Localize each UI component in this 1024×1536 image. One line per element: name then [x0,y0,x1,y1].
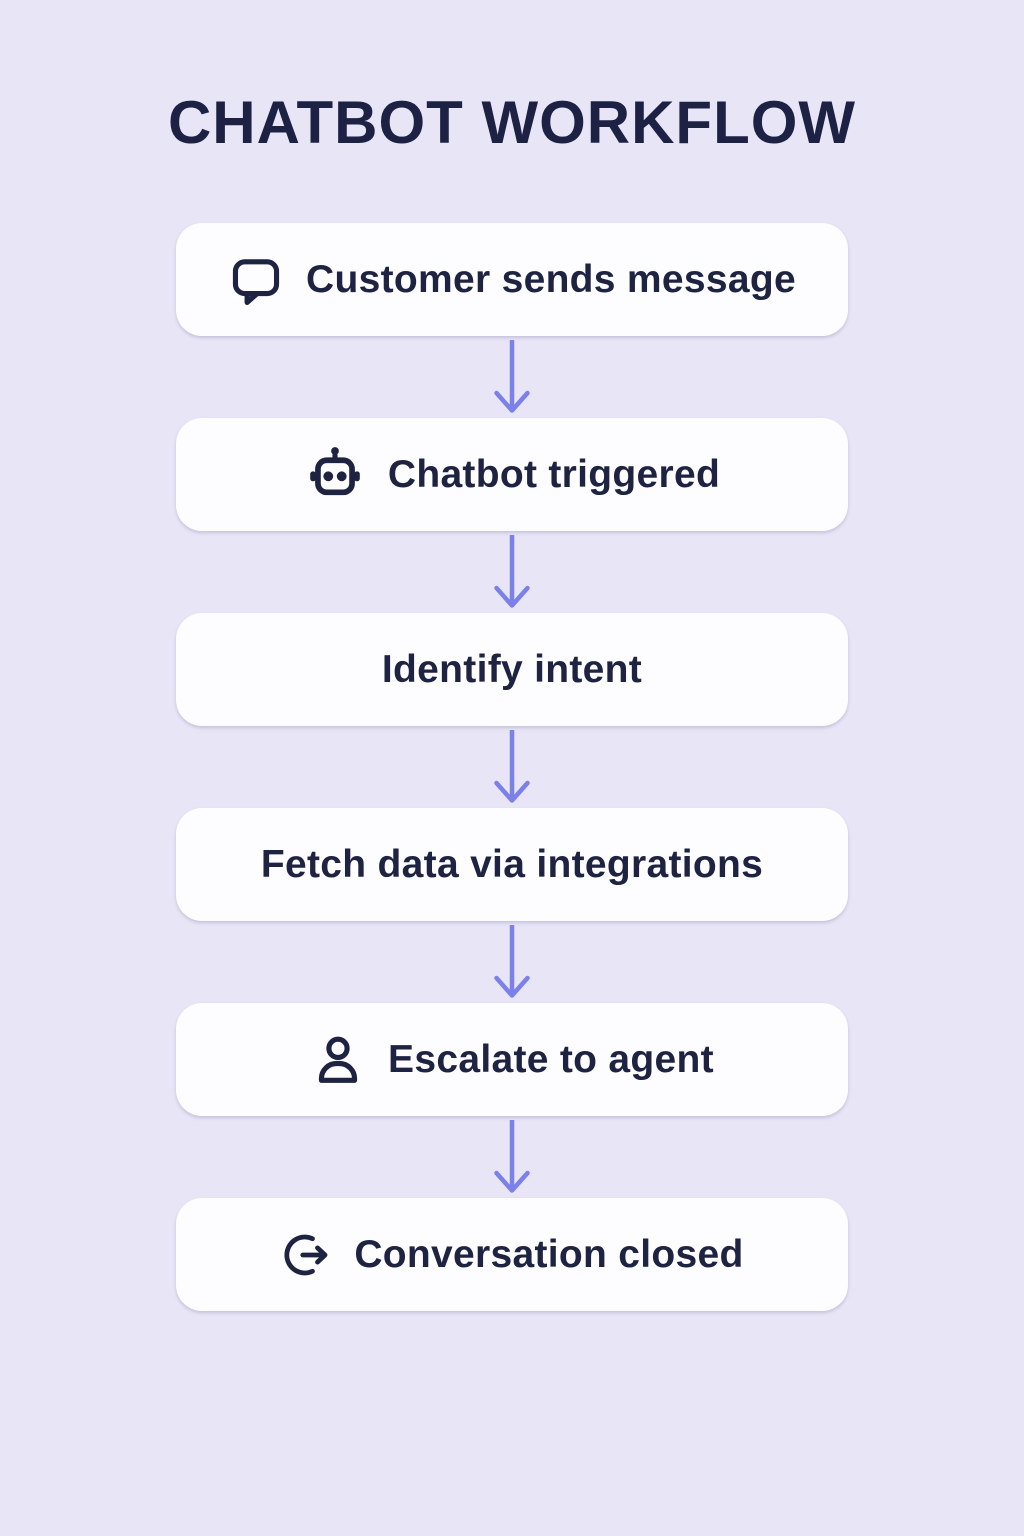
step-label: Customer sends message [306,257,796,301]
chat-bubble-icon [228,252,284,308]
page-title: CHATBOT WORKFLOW [167,89,857,156]
step-escalate-to-agent: Escalate to agent [176,1003,848,1116]
step-label: Fetch data via integrations [260,842,764,886]
step-fetch-data-via-integrations: Fetch data via integrations [176,808,848,921]
step-identify-intent: Identify intent [176,613,848,726]
step-label: Escalate to agent [388,1037,714,1081]
flow-arrow-icon [176,531,848,613]
workflow-column: Customer sends message Cha [176,223,848,1311]
step-chatbot-triggered: Chatbot triggered [176,418,848,531]
step-label: Conversation closed [354,1232,744,1276]
logout-arrow-icon [280,1229,332,1281]
flow-arrow-icon [176,336,848,418]
flow-arrow-icon [176,726,848,808]
step-conversation-closed: Conversation closed [176,1198,848,1311]
robot-icon [304,444,366,506]
person-icon [310,1032,366,1088]
flow-arrow-icon [176,921,848,1003]
flow-arrow-icon [176,1116,848,1198]
step-label: Chatbot triggered [387,452,721,496]
step-label: Identify intent [381,647,643,691]
step-customer-sends-message: Customer sends message [176,223,848,336]
